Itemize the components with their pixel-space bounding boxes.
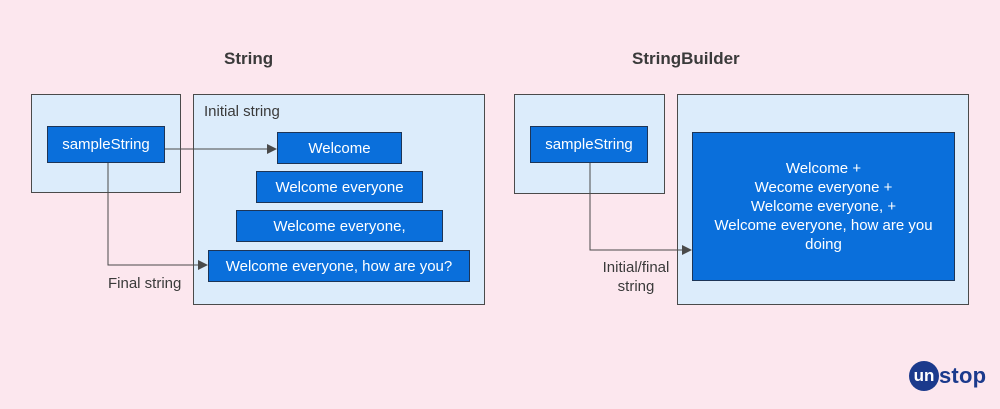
arrow-final (107, 163, 208, 270)
string-value-box-3: Welcome everyone, (236, 210, 443, 242)
builder-content-line-4: Welcome everyone, how are you (714, 217, 933, 234)
builder-content-line-2: Wecome everyone + (754, 179, 893, 196)
string-value-box-1: Welcome (277, 132, 402, 164)
initial-final-label-line-2: string (617, 278, 655, 295)
builder-content-line-3: Welcome everyone, + (750, 198, 897, 215)
string-pool-label: Initial string (204, 103, 280, 120)
initial-final-label-line-1: Initial/final (602, 259, 670, 276)
builder-content-line-1: Welcome + (785, 160, 862, 177)
final-string-label: Final string (108, 275, 182, 292)
string-value-box-4: Welcome everyone, how are you? (208, 250, 470, 282)
string-value-box-2: Welcome everyone (256, 171, 423, 203)
logo-text: stop (939, 363, 987, 388)
arrow-builder (589, 163, 692, 255)
initial-final-label: Initial/final string (596, 258, 676, 296)
builder-content-box: Welcome + Wecome everyone + Welcome ever… (692, 132, 955, 281)
unstop-logo: un stop (909, 360, 986, 392)
string-title: String (224, 49, 274, 68)
builder-content-line-5: doing (805, 236, 842, 253)
builder-variable-box: sampleString (530, 126, 648, 163)
stringbuilder-title: StringBuilder (632, 49, 740, 68)
string-variable-box: sampleString (47, 126, 165, 163)
logo-circle: un (909, 361, 939, 391)
